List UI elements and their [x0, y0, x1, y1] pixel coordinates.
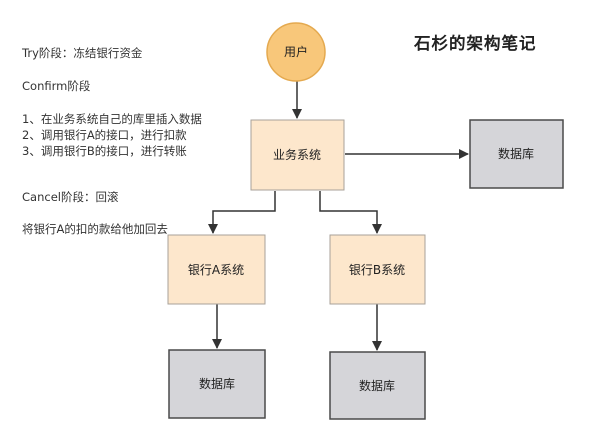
bank-b-database-label: 数据库 [359, 378, 395, 393]
confirm-step-3: 3、调用银行B的接口，进行转账 [22, 144, 187, 158]
cancel-phase-text: Cancel阶段：回滚 [22, 190, 119, 204]
confirm-phase-heading: Confirm阶段 [22, 79, 91, 93]
main-database-label: 数据库 [498, 146, 534, 161]
confirm-step-2: 2、调用银行A的接口，进行扣款 [22, 128, 187, 142]
bank-a-label: 银行A系统 [188, 263, 244, 277]
user-circle [266, 22, 326, 82]
main-database-box [469, 119, 564, 189]
business-system-box [250, 119, 345, 191]
bank-b-label: 银行B系统 [349, 263, 405, 277]
bank-a-box [167, 234, 266, 305]
bank-b-database-node: 数据库 [329, 351, 426, 420]
confirm-step-1: 1、在业务系统自己的库里插入数据 [22, 112, 202, 126]
main-database-node: 数据库 [469, 119, 564, 189]
user-label: 用户 [284, 44, 308, 59]
cancel-detail-text: 将银行A的扣的款给他加回去 [22, 222, 168, 236]
diagram-title: 石杉的架构笔记 [414, 34, 537, 53]
bank-b-node: 银行B系统 [329, 234, 426, 305]
business-system-node: 业务系统 [250, 119, 345, 191]
bank-a-node: 银行A系统 [167, 234, 266, 305]
user-node: 用户 [266, 22, 326, 82]
arrow-business-to-bank-b [319, 191, 382, 234]
business-system-label: 业务系统 [273, 147, 321, 162]
bank-b-box [329, 234, 426, 305]
bank-b-database-box [329, 351, 426, 420]
arrow-business-to-bank-a [208, 191, 276, 234]
try-phase-text: Try阶段：冻结银行资金 [22, 46, 143, 60]
bank-a-database-node: 数据库 [168, 349, 266, 419]
bank-a-database-label: 数据库 [199, 376, 235, 391]
bank-a-database-box [168, 349, 266, 419]
